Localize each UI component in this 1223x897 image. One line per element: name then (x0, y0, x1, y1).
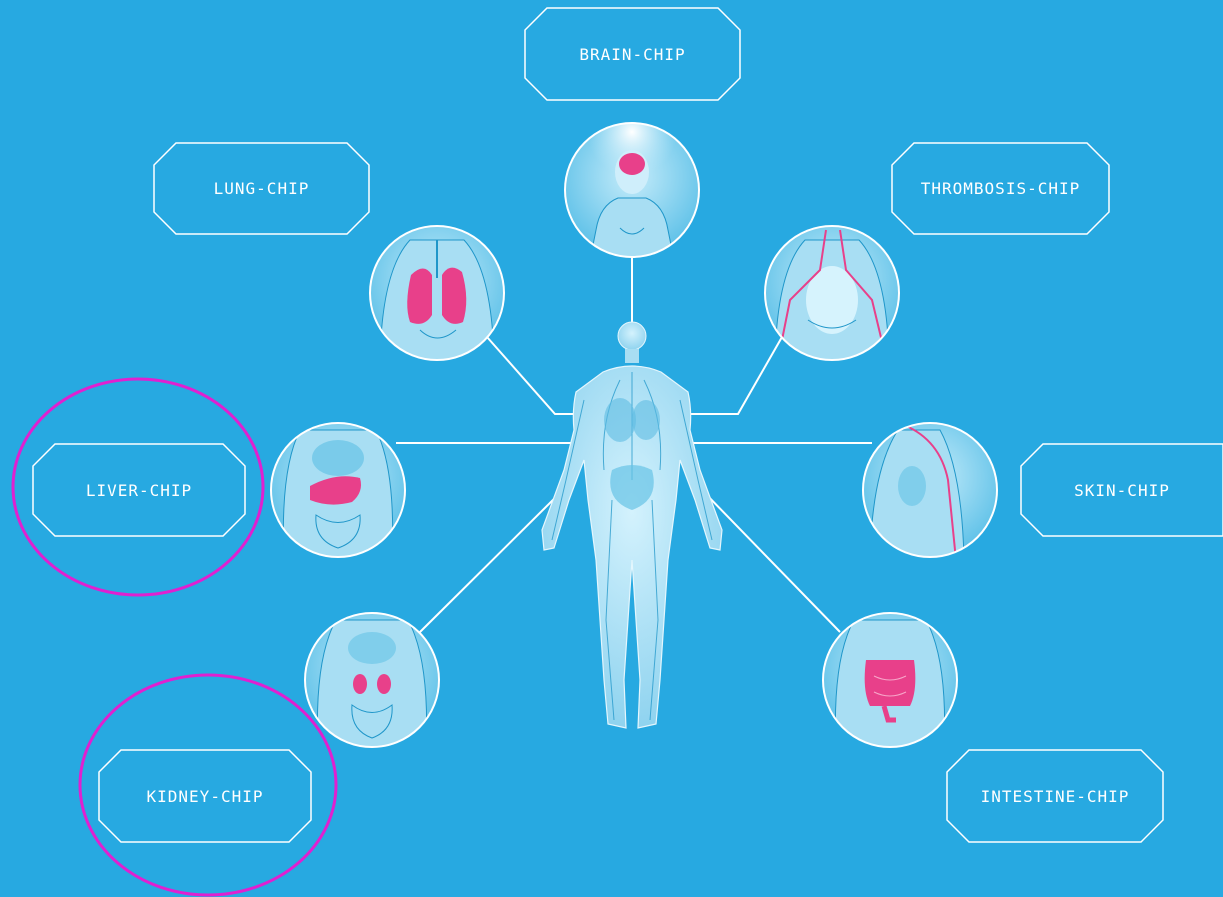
skin-organ-circle[interactable] (863, 423, 997, 560)
human-body-figure (542, 322, 722, 728)
kidney-right-icon (377, 674, 391, 694)
thrombosis-chip-box[interactable] (892, 143, 1109, 234)
kidney-left-icon (353, 674, 367, 694)
connector-intestine (700, 488, 840, 632)
intestine-chip-box[interactable] (947, 750, 1163, 842)
liver-organ-circle[interactable] (271, 423, 405, 560)
connector-kidney (420, 488, 565, 632)
brain-organ-circle[interactable] (565, 105, 699, 270)
lung-right-icon (442, 268, 466, 324)
kidney-organ-circle[interactable] (305, 613, 439, 750)
skin-chip-box[interactable] (1021, 444, 1223, 536)
brain-chip-box[interactable] (525, 8, 740, 100)
intestine-organ-circle[interactable] (823, 613, 957, 750)
brain-icon (619, 153, 645, 175)
lung-left-icon (407, 269, 432, 324)
intestine-icon (865, 660, 916, 706)
liver-chip-box[interactable] (33, 444, 245, 536)
lung-organ-circle[interactable] (370, 226, 504, 360)
connector-thrombosis (690, 337, 782, 414)
lung-chip-box[interactable] (154, 143, 369, 234)
kidney-chip-highlight (80, 675, 336, 895)
thrombosis-organ-circle[interactable] (765, 226, 899, 360)
liver-chip-highlight (13, 379, 263, 595)
kidney-chip-box[interactable] (99, 750, 311, 842)
